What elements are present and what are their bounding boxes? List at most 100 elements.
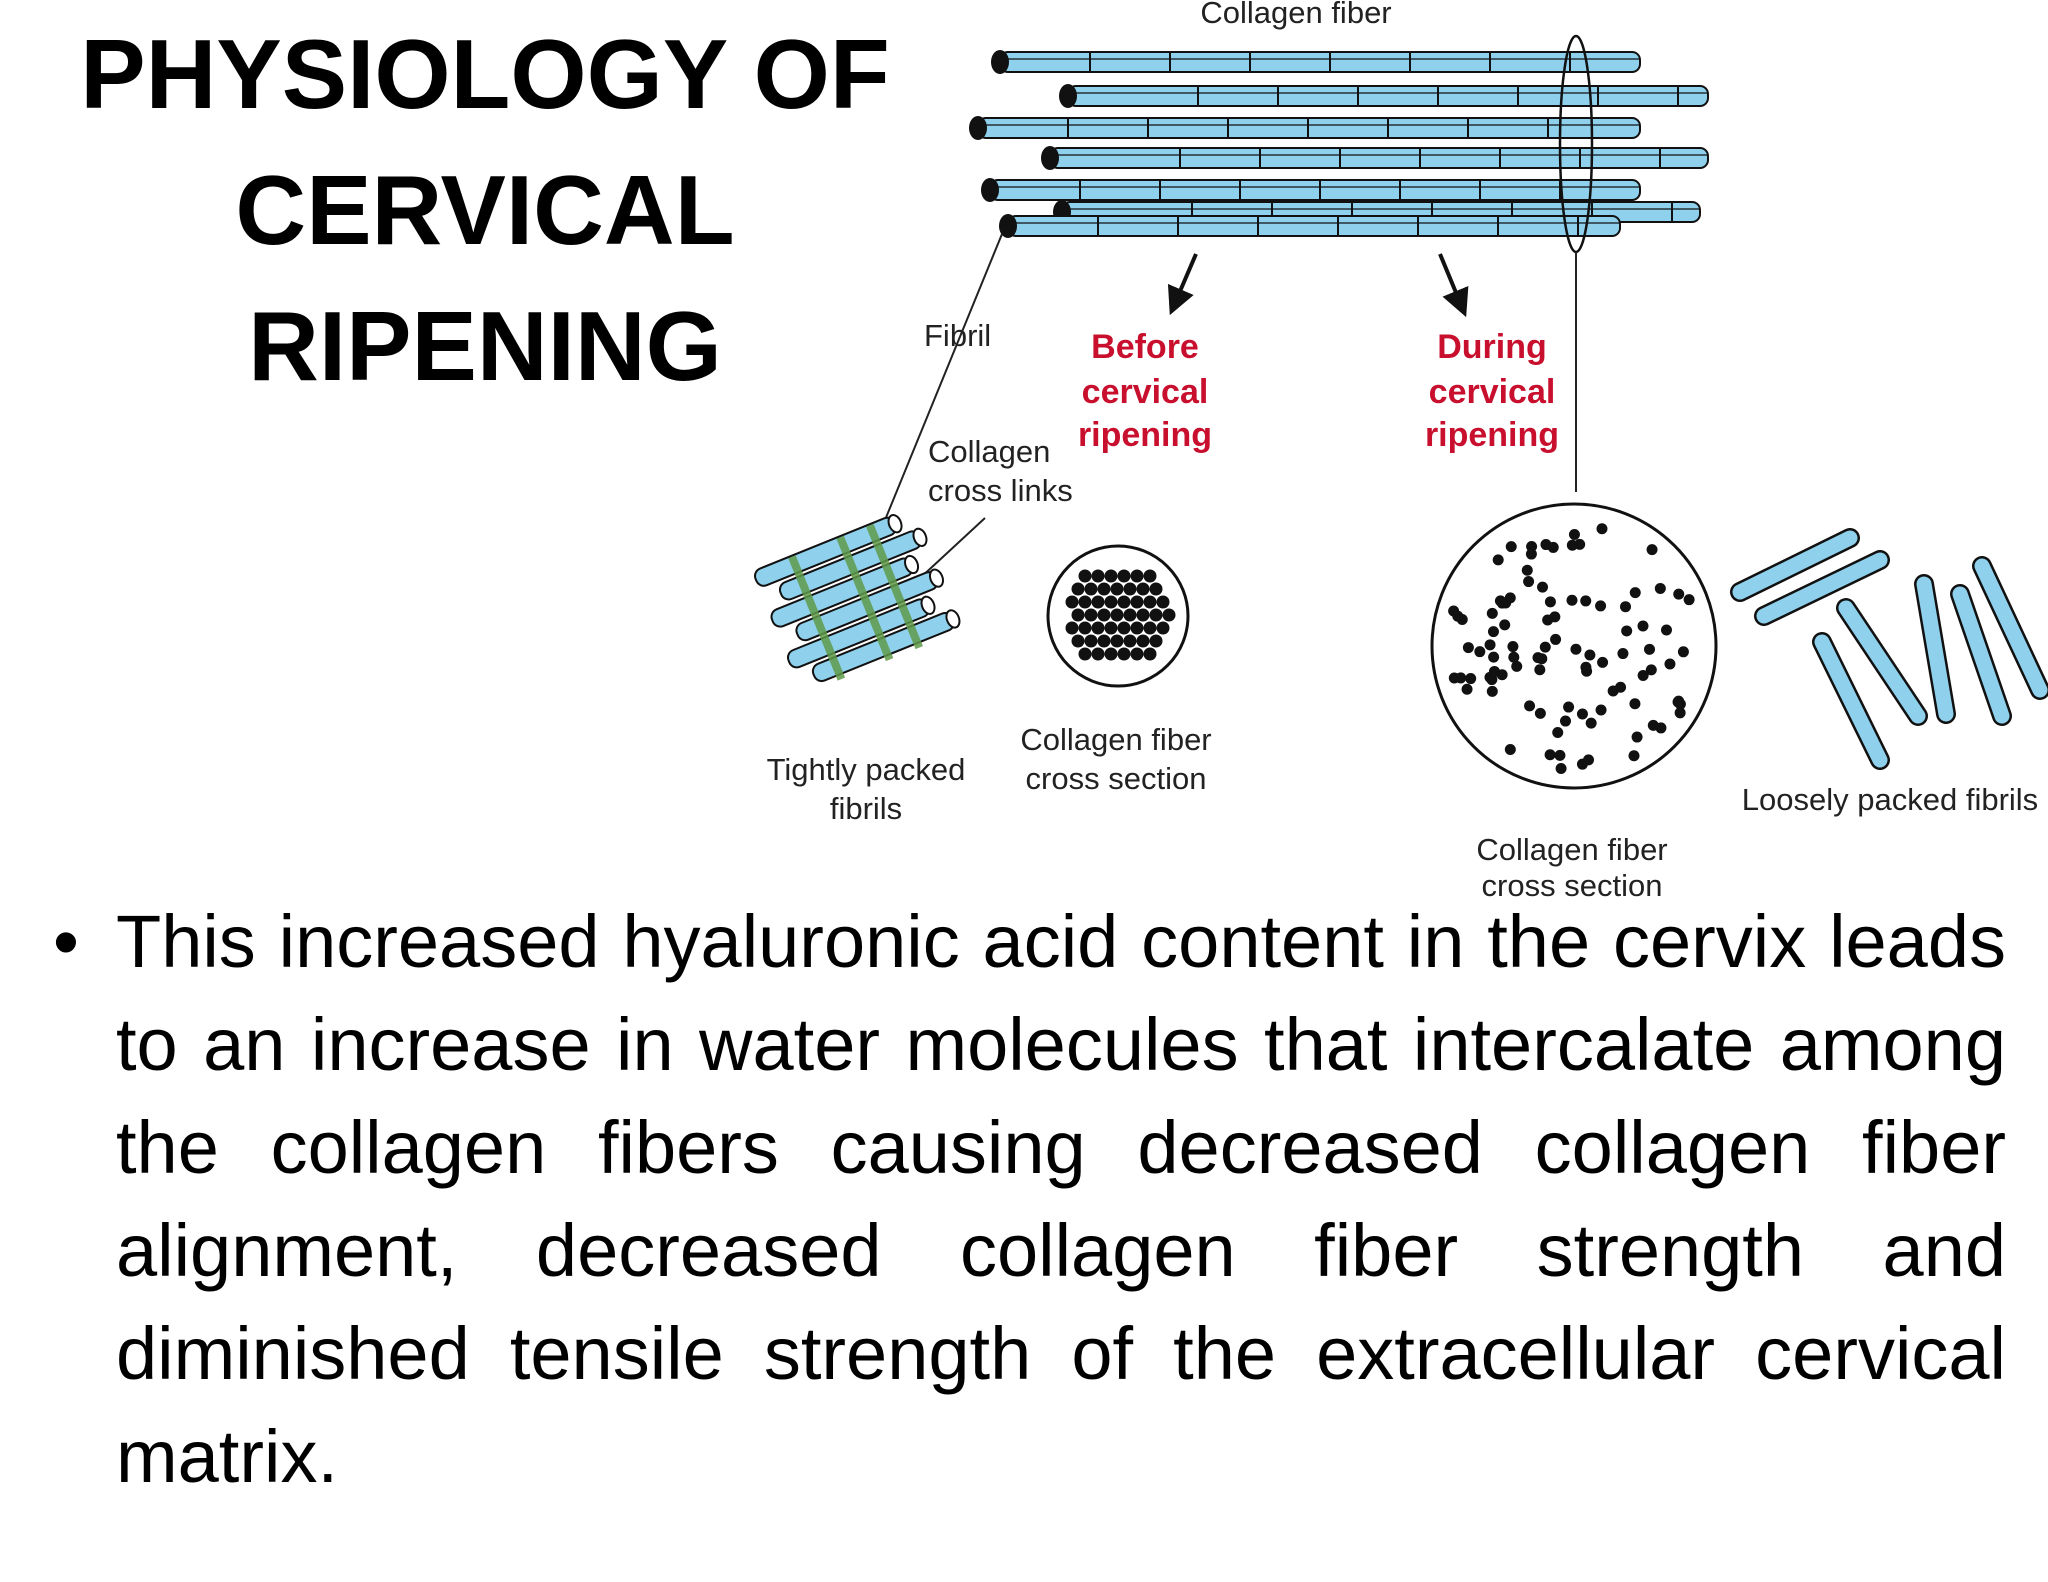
fibril-dot bbox=[1511, 660, 1523, 672]
fibril-dot bbox=[1534, 707, 1546, 719]
bundle-rod bbox=[1067, 85, 1709, 107]
fibril-dot bbox=[1104, 647, 1118, 661]
collagen-fiber-diagram: Collagen fiber Fibril Collagen cross lin… bbox=[754, 0, 2048, 900]
fibril-dot bbox=[1474, 646, 1486, 658]
tight-rod-end bbox=[912, 527, 928, 547]
fibril-dot bbox=[1584, 649, 1596, 661]
cross-link-band bbox=[866, 523, 923, 650]
rod-end-cap bbox=[1059, 84, 1077, 108]
fibril-dot bbox=[1645, 664, 1657, 676]
large-cross-section bbox=[1430, 502, 1718, 790]
fibril-dot bbox=[1149, 582, 1163, 596]
fibril-dot bbox=[1673, 695, 1685, 707]
large-cs-label-1: Collagen fiber bbox=[1476, 832, 1667, 867]
fibril-dot bbox=[1536, 653, 1548, 665]
fibril-dot bbox=[1646, 544, 1658, 556]
fibril-dot bbox=[1552, 727, 1564, 739]
fibril-dot bbox=[1104, 621, 1118, 635]
small-cs-label-1: Collagen fiber bbox=[1020, 722, 1211, 757]
fibril-dot bbox=[1683, 594, 1695, 606]
fibril-dot bbox=[1660, 624, 1672, 636]
fibril-dot bbox=[1117, 569, 1131, 583]
fibril-dot bbox=[1524, 700, 1536, 712]
fibril-dot bbox=[1143, 621, 1157, 635]
loose-rod bbox=[1814, 634, 1888, 768]
fibril-dot bbox=[1629, 587, 1641, 599]
bundle-rod bbox=[1007, 215, 1621, 237]
before-arrow bbox=[1167, 253, 1198, 316]
fibril-dot bbox=[1130, 569, 1144, 583]
fibril-dot bbox=[1544, 749, 1556, 761]
bundle-rod bbox=[999, 51, 1641, 73]
fibril-dot bbox=[1078, 647, 1092, 661]
loose-rod bbox=[1974, 558, 2048, 698]
fibril-dot bbox=[1554, 749, 1566, 761]
loose-rod bbox=[1756, 552, 1888, 624]
fibril-dot bbox=[1486, 607, 1498, 619]
fibril-dot bbox=[1136, 608, 1150, 622]
fibril-dot bbox=[1487, 626, 1499, 638]
fibril-dot bbox=[1597, 656, 1609, 668]
fibril-dot bbox=[1621, 625, 1633, 637]
tight-rod-end bbox=[904, 554, 920, 575]
fibril-dot bbox=[1539, 641, 1551, 653]
fibril-dot bbox=[1673, 588, 1685, 600]
tight-rod-end bbox=[887, 514, 903, 534]
fibril-dot bbox=[1677, 646, 1689, 658]
fibril-dot bbox=[1568, 529, 1580, 541]
fibril-dot bbox=[1595, 704, 1607, 716]
fibril-dot bbox=[1091, 647, 1105, 661]
fibril-dot bbox=[1563, 701, 1575, 713]
fibril-dot bbox=[1143, 647, 1157, 661]
small-cross-section bbox=[1046, 544, 1190, 688]
fibril-dot bbox=[1104, 595, 1118, 609]
fibril-dot bbox=[1097, 608, 1111, 622]
fibril-dot bbox=[1097, 634, 1111, 648]
fibril-dot bbox=[1448, 672, 1460, 684]
fibril-dot bbox=[1560, 715, 1572, 727]
fibril-dot bbox=[1130, 595, 1144, 609]
loose-rod bbox=[1916, 576, 1954, 722]
fibril-dot bbox=[1110, 582, 1124, 596]
loosely-packed-fibrils bbox=[1730, 528, 2048, 770]
fibril-dot bbox=[1523, 576, 1535, 588]
fibril-dot bbox=[1104, 569, 1118, 583]
tightly-packed-fibrils bbox=[754, 514, 961, 683]
fibril-dot bbox=[1629, 698, 1641, 710]
fibril-dot bbox=[1462, 642, 1474, 654]
page-title: PHYSIOLOGY OF CERVICAL RIPENING bbox=[60, 6, 910, 414]
fibril-dot bbox=[1136, 634, 1150, 648]
fibril-dot bbox=[1091, 595, 1105, 609]
fibril-dot bbox=[1628, 750, 1640, 762]
fibril-dot bbox=[1508, 651, 1520, 663]
fibril-dot bbox=[1078, 595, 1092, 609]
fibril-dot bbox=[1149, 634, 1163, 648]
fibril-dot bbox=[1465, 673, 1477, 685]
fibril-dot bbox=[1505, 541, 1517, 553]
fibril-dot bbox=[1499, 619, 1511, 631]
fibril-dot bbox=[1654, 582, 1666, 594]
fibril-dot bbox=[1655, 722, 1667, 734]
fibril-dot bbox=[1071, 582, 1085, 596]
fibril-dot bbox=[1123, 608, 1137, 622]
fibril-dot bbox=[1130, 621, 1144, 635]
fibril-dot bbox=[1494, 595, 1506, 607]
fibril-dot bbox=[1580, 661, 1592, 673]
cross-link-band bbox=[788, 555, 846, 681]
rod-end-cap bbox=[999, 214, 1017, 238]
fibril-dot bbox=[1117, 647, 1131, 661]
fibril-dot bbox=[1504, 744, 1516, 756]
fibril-dot bbox=[1570, 643, 1582, 655]
fibril-dot bbox=[1091, 621, 1105, 635]
fibril-dot bbox=[1084, 582, 1098, 596]
bullet-marker: • bbox=[53, 900, 79, 983]
small-cs-label-2: cross section bbox=[1026, 761, 1207, 796]
fibril-dot bbox=[1566, 594, 1578, 606]
fibril-dot bbox=[1544, 596, 1556, 608]
fibril-dot bbox=[1596, 523, 1608, 535]
tight-rod-end bbox=[920, 595, 936, 615]
fibril-dot bbox=[1143, 595, 1157, 609]
fibril-dot bbox=[1156, 595, 1170, 609]
fibril-dot bbox=[1492, 554, 1504, 566]
fibril-dot bbox=[1149, 608, 1163, 622]
